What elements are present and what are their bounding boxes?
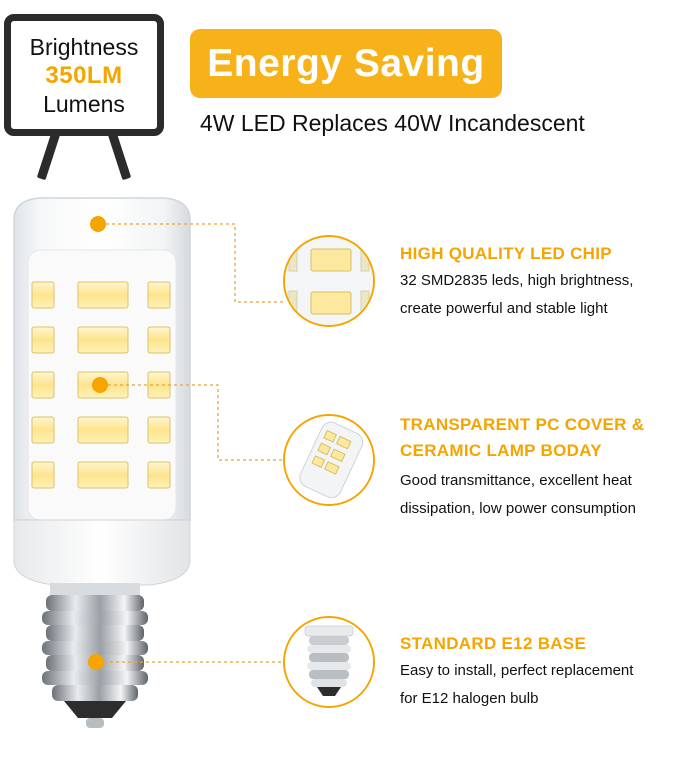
feature-pc-cover-title-line-1: TRANSPARENT PC COVER & [400, 415, 645, 434]
brightness-easel-sign: Brightness 350LM Lumens [4, 14, 164, 181]
led-chip-closeup-icon [283, 235, 375, 327]
lumens-label: Lumens [43, 90, 125, 117]
feature-e12-base-desc-line-2: for E12 halogen bulb [400, 690, 539, 707]
feature-led-chip-desc-line-1: 32 SMD2835 leds, high brightness, [400, 272, 634, 289]
brightness-label: Brightness [29, 33, 139, 60]
lumens-value: 350LM [45, 61, 123, 89]
pc-cover-closeup-icon [283, 414, 375, 506]
led-bulb-illustration [0, 190, 200, 750]
feature-led-chip-title: HIGH QUALITY LED CHIP [400, 244, 612, 263]
feature-pc-cover-desc-line-2: dissipation, low power consumption [400, 500, 636, 517]
feature-led-chip-desc-line-2: create powerful and stable light [400, 300, 608, 317]
easel-leg-right [107, 131, 132, 181]
feature-pc-cover-desc-line-1: Good transmittance, excellent heat [400, 472, 632, 489]
easel-board: Brightness 350LM Lumens [4, 14, 164, 136]
energy-saving-badge: Energy Saving [190, 29, 502, 98]
feature-e12-base-title: STANDARD E12 BASE [400, 634, 587, 653]
feature-pc-cover-title-line-2: CERAMIC LAMP BODAY [400, 441, 602, 460]
feature-e12-base-desc-line-1: Easy to install, perfect replacement [400, 662, 634, 679]
e12-base-closeup-icon [283, 616, 375, 708]
easel-leg-left [36, 131, 61, 181]
energy-subtitle: 4W LED Replaces 40W Incandescent [200, 110, 585, 136]
